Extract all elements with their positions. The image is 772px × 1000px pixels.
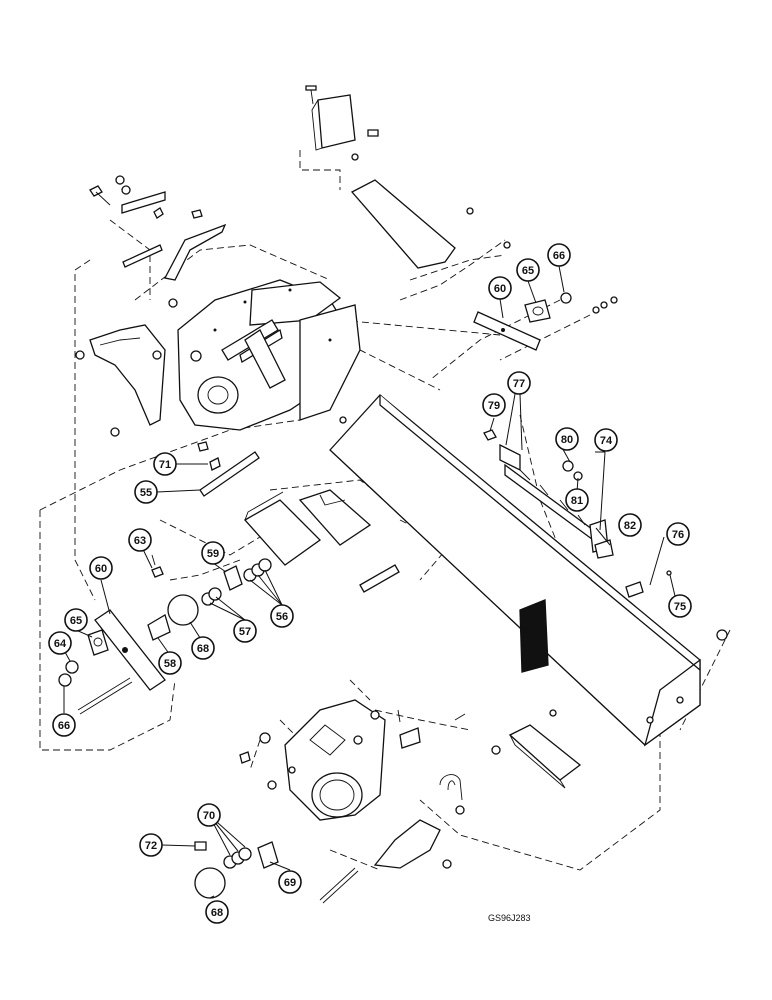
gearbox-housing — [177, 279, 361, 431]
callout-label: 60 — [95, 563, 107, 575]
callout-label: 66 — [553, 250, 565, 262]
callout-label: 63 — [134, 535, 146, 547]
callout-label: 70 — [203, 810, 215, 822]
callout-68-bottom[interactable]: 68 — [205, 900, 229, 924]
callout-80[interactable]: 80 — [555, 427, 579, 451]
callout-label: 65 — [522, 265, 534, 277]
callout-56[interactable]: 56 — [270, 604, 294, 628]
callout-label: 76 — [672, 529, 684, 541]
callout-60-upper-right[interactable]: 60 — [488, 276, 512, 300]
callout-58[interactable]: 58 — [158, 651, 182, 675]
auger-tube — [329, 394, 728, 747]
left-curved-shield — [75, 298, 209, 452]
callout-label: 77 — [513, 378, 525, 390]
callout-label: 57 — [239, 626, 251, 638]
callout-label: 72 — [145, 840, 157, 852]
right-upper-bracket — [473, 292, 618, 351]
callout-74[interactable]: 74 — [594, 428, 618, 452]
callout-label: 82 — [624, 520, 636, 532]
callout-65-left[interactable]: 65 — [64, 608, 88, 632]
callout-77[interactable]: 77 — [507, 371, 531, 395]
left-lower-bracket — [58, 609, 166, 715]
callout-label: 59 — [207, 548, 219, 560]
callout-label: 74 — [600, 435, 613, 447]
auger-flighting-assembly — [483, 429, 672, 598]
callout-66-upper-right[interactable]: 66 — [547, 243, 571, 267]
callout-label: 64 — [54, 638, 67, 650]
middle-cover-plates — [243, 489, 372, 566]
lower-right-cover — [319, 709, 582, 904]
callout-label: 68 — [197, 643, 209, 655]
upper-angle-plate — [350, 179, 511, 269]
callout-57[interactable]: 57 — [233, 619, 257, 643]
callout-label: 71 — [159, 459, 171, 471]
callout-76[interactable]: 76 — [666, 522, 690, 546]
callout-label: 68 — [211, 907, 223, 919]
callout-82[interactable]: 82 — [618, 513, 642, 537]
callout-label: 58 — [164, 658, 176, 670]
callout-label: 81 — [571, 495, 583, 507]
left-middle-hardware — [147, 554, 272, 641]
callout-70[interactable]: 70 — [197, 803, 221, 827]
callout-label: 69 — [284, 877, 296, 889]
callout-68-middle[interactable]: 68 — [191, 636, 215, 660]
top-mounting-bracket — [305, 85, 379, 161]
upper-left-hardware — [89, 175, 227, 281]
callout-label: 75 — [674, 601, 686, 613]
callout-66-left[interactable]: 66 — [52, 713, 76, 737]
callout-72[interactable]: 72 — [139, 833, 163, 857]
callout-63[interactable]: 63 — [128, 528, 152, 552]
callout-59[interactable]: 59 — [201, 541, 225, 565]
callout-75[interactable]: 75 — [668, 594, 692, 618]
callout-64[interactable]: 64 — [48, 631, 72, 655]
callout-label: 56 — [276, 611, 288, 623]
drawing-code: GS96J283 — [488, 913, 531, 923]
callout-81[interactable]: 81 — [565, 488, 589, 512]
callout-71[interactable]: 71 — [153, 452, 177, 476]
callout-label: 65 — [70, 615, 82, 627]
lower-left-parts — [194, 841, 279, 899]
pins — [199, 451, 400, 593]
callout-55[interactable]: 55 — [134, 480, 158, 504]
callout-label: 79 — [488, 400, 500, 412]
callout-label: 66 — [58, 720, 70, 732]
callout-label: 55 — [140, 487, 152, 499]
callout-65-upper-right[interactable]: 65 — [516, 258, 540, 282]
callout-79[interactable]: 79 — [482, 393, 506, 417]
callout-label: 60 — [494, 283, 506, 295]
callout-label: 80 — [561, 434, 573, 446]
lower-gear-housing — [239, 699, 466, 821]
callout-60-left[interactable]: 60 — [89, 556, 113, 580]
callout-69[interactable]: 69 — [278, 870, 302, 894]
